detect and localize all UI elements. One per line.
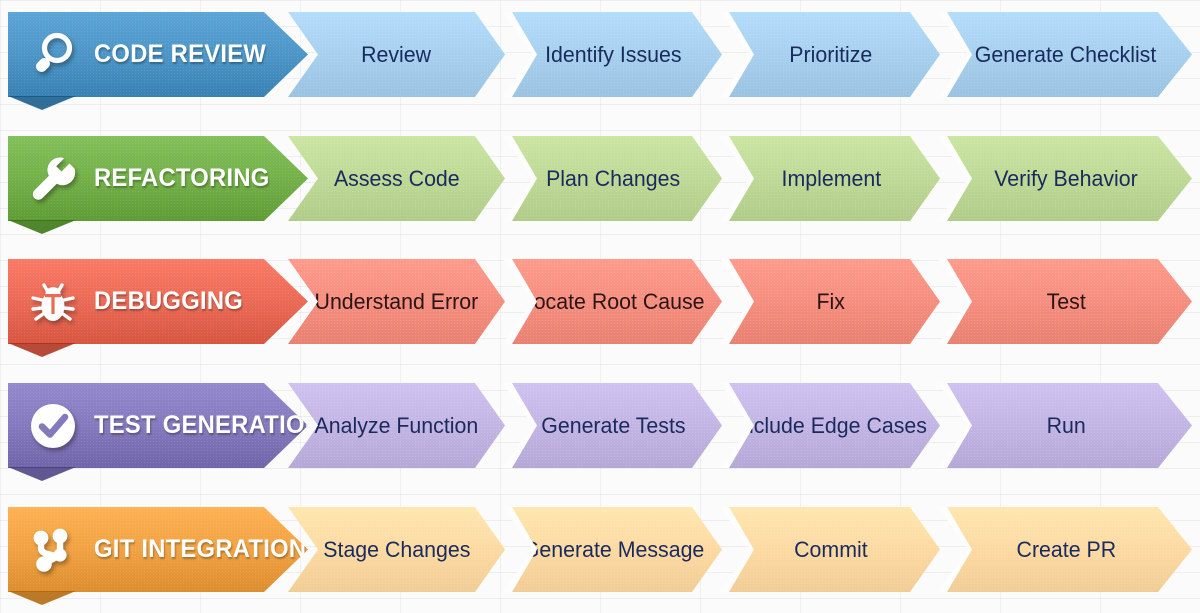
- flow-step-label: Generate Checklist: [975, 41, 1157, 67]
- wrench-icon: [26, 152, 80, 206]
- flow-step-git-integration-4[interactable]: Create PR: [940, 507, 1192, 592]
- flow-step-label: Plan Changes: [546, 165, 681, 191]
- flow-step-label: Understand Error: [314, 288, 479, 314]
- ribbon-fold: [8, 96, 76, 110]
- flow-step-label: Create PR: [1016, 536, 1116, 562]
- flow-step-refactoring-2[interactable]: Plan Changes: [505, 136, 722, 221]
- flow-step-label: Generate Tests: [541, 412, 686, 438]
- flow-step-label: Commit: [794, 536, 868, 562]
- flow-step-label: Implement: [781, 165, 881, 191]
- flow-step-test-generation-2[interactable]: Generate Tests: [505, 383, 722, 468]
- flow-step-debugging-2[interactable]: Locate Root Cause: [505, 259, 722, 344]
- flow-step-refactoring-3[interactable]: Implement: [722, 136, 940, 221]
- flow-row-title: REFACTORING: [94, 164, 270, 192]
- flow-row-title: GIT INTEGRATION: [94, 535, 307, 563]
- flow-step-debugging-4[interactable]: Test: [940, 259, 1192, 344]
- flow-step-git-integration-1[interactable]: Stage Changes: [288, 507, 505, 592]
- flow-step-label: Assess Code: [333, 165, 460, 191]
- flow-step-test-generation-1[interactable]: Analyze Function: [288, 383, 505, 468]
- ribbon-fold: [8, 343, 76, 357]
- flow-row-header-debugging[interactable]: DEBUGGING: [8, 259, 308, 344]
- flow-step-label: Identify Issues: [545, 41, 682, 67]
- flow-step-code-review-1[interactable]: Review: [288, 12, 505, 97]
- flow-step-code-review-4[interactable]: Generate Checklist: [940, 12, 1192, 97]
- ribbon-fold: [8, 467, 76, 481]
- magnifier-icon: [26, 28, 80, 82]
- ribbon-fold: [8, 591, 76, 605]
- flow-row-title: DEBUGGING: [94, 287, 244, 315]
- flow-step-label: Prioritize: [789, 41, 873, 67]
- flow-step-refactoring-4[interactable]: Verify Behavior: [940, 136, 1192, 221]
- flow-step-label: Fix: [816, 288, 846, 314]
- flow-step-debugging-1[interactable]: Understand Error: [288, 259, 505, 344]
- flow-step-label: Review: [361, 41, 432, 67]
- flow-step-label: Analyze Function: [314, 412, 479, 438]
- check-circle-icon: [26, 399, 80, 453]
- flow-step-refactoring-1[interactable]: Assess Code: [288, 136, 505, 221]
- flow-step-git-integration-3[interactable]: Commit: [722, 507, 940, 592]
- flow-row-header-code-review[interactable]: CODE REVIEW: [8, 12, 308, 97]
- flow-step-label: Test: [1046, 288, 1086, 314]
- flow-row-title: CODE REVIEW: [94, 40, 267, 68]
- flow-row-header-git-integration[interactable]: GIT INTEGRATION: [8, 507, 308, 592]
- flow-step-label: Run: [1046, 412, 1086, 438]
- flow-step-label: Locate Root Cause: [522, 288, 705, 314]
- flow-step-label: Verify Behavior: [994, 165, 1138, 191]
- flow-row-title: TEST GENERATION: [94, 411, 323, 439]
- flow-step-label: Stage Changes: [322, 536, 471, 562]
- flow-step-label: Include Edge Cases: [735, 412, 927, 438]
- flow-step-code-review-2[interactable]: Identify Issues: [505, 12, 722, 97]
- flow-step-test-generation-3[interactable]: Include Edge Cases: [722, 383, 940, 468]
- ribbon-fold: [8, 220, 76, 234]
- flow-step-test-generation-4[interactable]: Run: [940, 383, 1192, 468]
- flow-row-debugging: Understand Error Locate Root Cause Fix Test…: [0, 259, 1200, 357]
- flow-step-debugging-3[interactable]: Fix: [722, 259, 940, 344]
- bug-icon: [26, 275, 80, 329]
- flow-row-git-integration: Stage Changes Generate Message Commit Creat…: [0, 507, 1200, 605]
- flow-step-label: Generate Message: [522, 536, 705, 562]
- git-branch-icon: [26, 523, 80, 577]
- flow-row-code-review: Review Identify Issues Prioritize Generate …: [0, 12, 1200, 110]
- flow-step-git-integration-2[interactable]: Generate Message: [505, 507, 722, 592]
- flow-row-header-test-generation[interactable]: TEST GENERATION: [8, 383, 308, 468]
- flow-row-refactoring: Assess Code Plan Changes Implement Verify B…: [0, 136, 1200, 234]
- flow-row-header-refactoring[interactable]: REFACTORING: [8, 136, 308, 221]
- flow-row-test-generation: Analyze Function Generate Tests Include Ed…: [0, 383, 1200, 481]
- flow-step-code-review-3[interactable]: Prioritize: [722, 12, 940, 97]
